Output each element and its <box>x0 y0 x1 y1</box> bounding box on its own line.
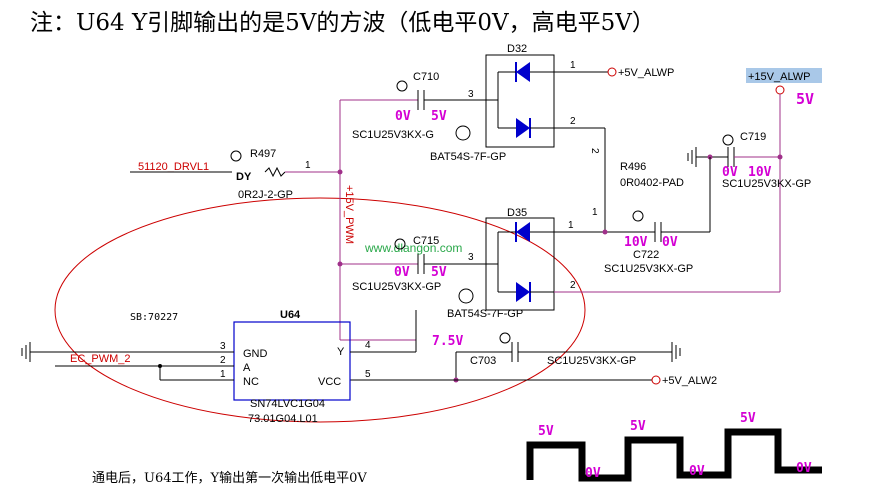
c703-ref: C703 <box>470 355 496 367</box>
d35-diode-bottom <box>516 282 530 302</box>
c719-v-left: 0V <box>722 165 738 180</box>
c719-marker-icon <box>722 134 734 146</box>
r497-pin1: 1 <box>305 160 311 171</box>
sb-label: SB:70227 <box>130 312 178 323</box>
net-drvl: 51120_DRVL1 <box>138 161 209 173</box>
r497-mark: DY <box>236 171 252 183</box>
highlight-ellipse <box>54 197 586 423</box>
c719-v-right: 10V <box>748 165 772 180</box>
u64-box <box>233 321 351 401</box>
alwp15-voltage: 5V <box>796 90 814 108</box>
net-alwp15: +15V_ALWP <box>748 71 810 83</box>
d32-part: BAT54S-7F-GP <box>430 151 506 163</box>
square-wave <box>526 428 822 482</box>
u64-pin-gnd: GND <box>243 348 268 360</box>
footer-note: 通电后，U64工作，Y输出第一次输出低电平0V <box>92 470 367 486</box>
net-alwp5: +5V_ALWP <box>618 67 674 79</box>
wave-level-2: 5V <box>630 419 646 434</box>
c703-marker-icon <box>499 332 511 344</box>
d32-diode-top <box>516 62 530 82</box>
d35-part: BAT54S-7F-GP <box>447 308 523 320</box>
c715-v-right: 5V <box>431 265 447 280</box>
c710-ref: C710 <box>413 71 439 83</box>
u64-pinnum-1: 1 <box>220 369 226 380</box>
u64-pin-y: Y <box>337 346 345 358</box>
u64-pinnum-3: 3 <box>220 341 226 352</box>
c715-v-left: 0V <box>394 265 410 280</box>
u64-pinnum-4: 4 <box>365 340 371 351</box>
net-alwp5-connector <box>607 67 617 77</box>
watermark: www.dlangon.com <box>364 241 462 255</box>
r497-body <box>264 166 286 178</box>
page-title: 注：U64 Y引脚输出的是5V的方波（低电平0V，高电平5V） <box>30 10 655 36</box>
d32-pin1: 1 <box>570 60 576 71</box>
net-alwp15-connector <box>775 85 785 95</box>
r497-marker-icon <box>230 150 242 162</box>
c719-ref: C719 <box>740 131 766 143</box>
c715-marker-icon <box>394 238 406 250</box>
d35-pin1: 1 <box>568 220 574 231</box>
junction-r496 <box>602 229 608 235</box>
d35-ref: D35 <box>507 207 527 219</box>
wave-level-1: 5V <box>538 424 554 439</box>
net-alw2: +5V_ALW2 <box>662 375 717 387</box>
net-ec-pwm: EC_PWM_2 <box>70 353 131 365</box>
u64-pinnum-2: 2 <box>220 355 226 366</box>
c722-marker-icon <box>632 210 644 222</box>
c719-part: SC1U25V3KX-GP <box>722 178 811 190</box>
net-pwm15: +15V_PWM <box>343 185 355 244</box>
u64-pin-vcc: VCC <box>318 376 341 388</box>
c710-part: SC1U25V3KX-G <box>352 129 434 141</box>
u64-code: 73.01G04.L01 <box>248 413 318 425</box>
junction-a <box>158 364 162 368</box>
d32-diode-bottom <box>516 118 530 138</box>
d32-box <box>485 54 555 148</box>
alwp15-highlight <box>746 68 822 83</box>
c703-part: SC1U25V3KX-GP <box>547 355 636 367</box>
wave-level-3: 5V <box>740 411 756 426</box>
u64-ref: U64 <box>280 309 301 321</box>
c722-part: SC1U25V3KX-GP <box>604 263 693 275</box>
r496-part: 0R0402-PAD <box>620 177 684 189</box>
net-alw2-connector <box>651 375 661 385</box>
r496-ref: R496 <box>620 161 646 173</box>
d35-marker-icon <box>458 288 474 304</box>
u64-part: SN74LVC1G04 <box>250 398 325 410</box>
c715-part: SC1U25V3KX-GP <box>352 281 441 293</box>
u64-pinnum-5: 5 <box>365 369 371 380</box>
c710-v-right: 5V <box>431 109 447 124</box>
wave-level-5: 0V <box>689 464 705 479</box>
node-voltage: 7.5V <box>432 334 463 349</box>
wave-level-6: 0V <box>796 461 812 476</box>
d32-pin2: 2 <box>570 116 576 127</box>
c722-v-left: 10V <box>624 235 648 250</box>
u64-pin-a: A <box>243 362 251 374</box>
wave-level-4: 0V <box>585 466 601 481</box>
c715-ref: C715 <box>413 235 439 247</box>
d35-pin3: 3 <box>468 252 474 263</box>
d32-marker-icon <box>455 125 471 141</box>
r496-pin1: 1 <box>592 207 598 218</box>
d35-diode-top <box>516 222 530 242</box>
u64-pin-nc: NC <box>243 376 259 388</box>
c710-marker-icon <box>396 80 408 92</box>
c722-v-right: 0V <box>662 235 678 250</box>
r496-pin2: 2 <box>589 148 600 154</box>
junction-r497 <box>337 169 343 175</box>
r497-part: 0R2J-2-GP <box>238 189 293 201</box>
d35-pin2: 2 <box>570 280 576 291</box>
r497-ref: R497 <box>250 148 276 160</box>
c710-v-left: 0V <box>395 109 411 124</box>
d32-ref: D32 <box>507 43 527 55</box>
d32-pin3: 3 <box>468 89 474 100</box>
c722-ref: C722 <box>633 249 659 261</box>
